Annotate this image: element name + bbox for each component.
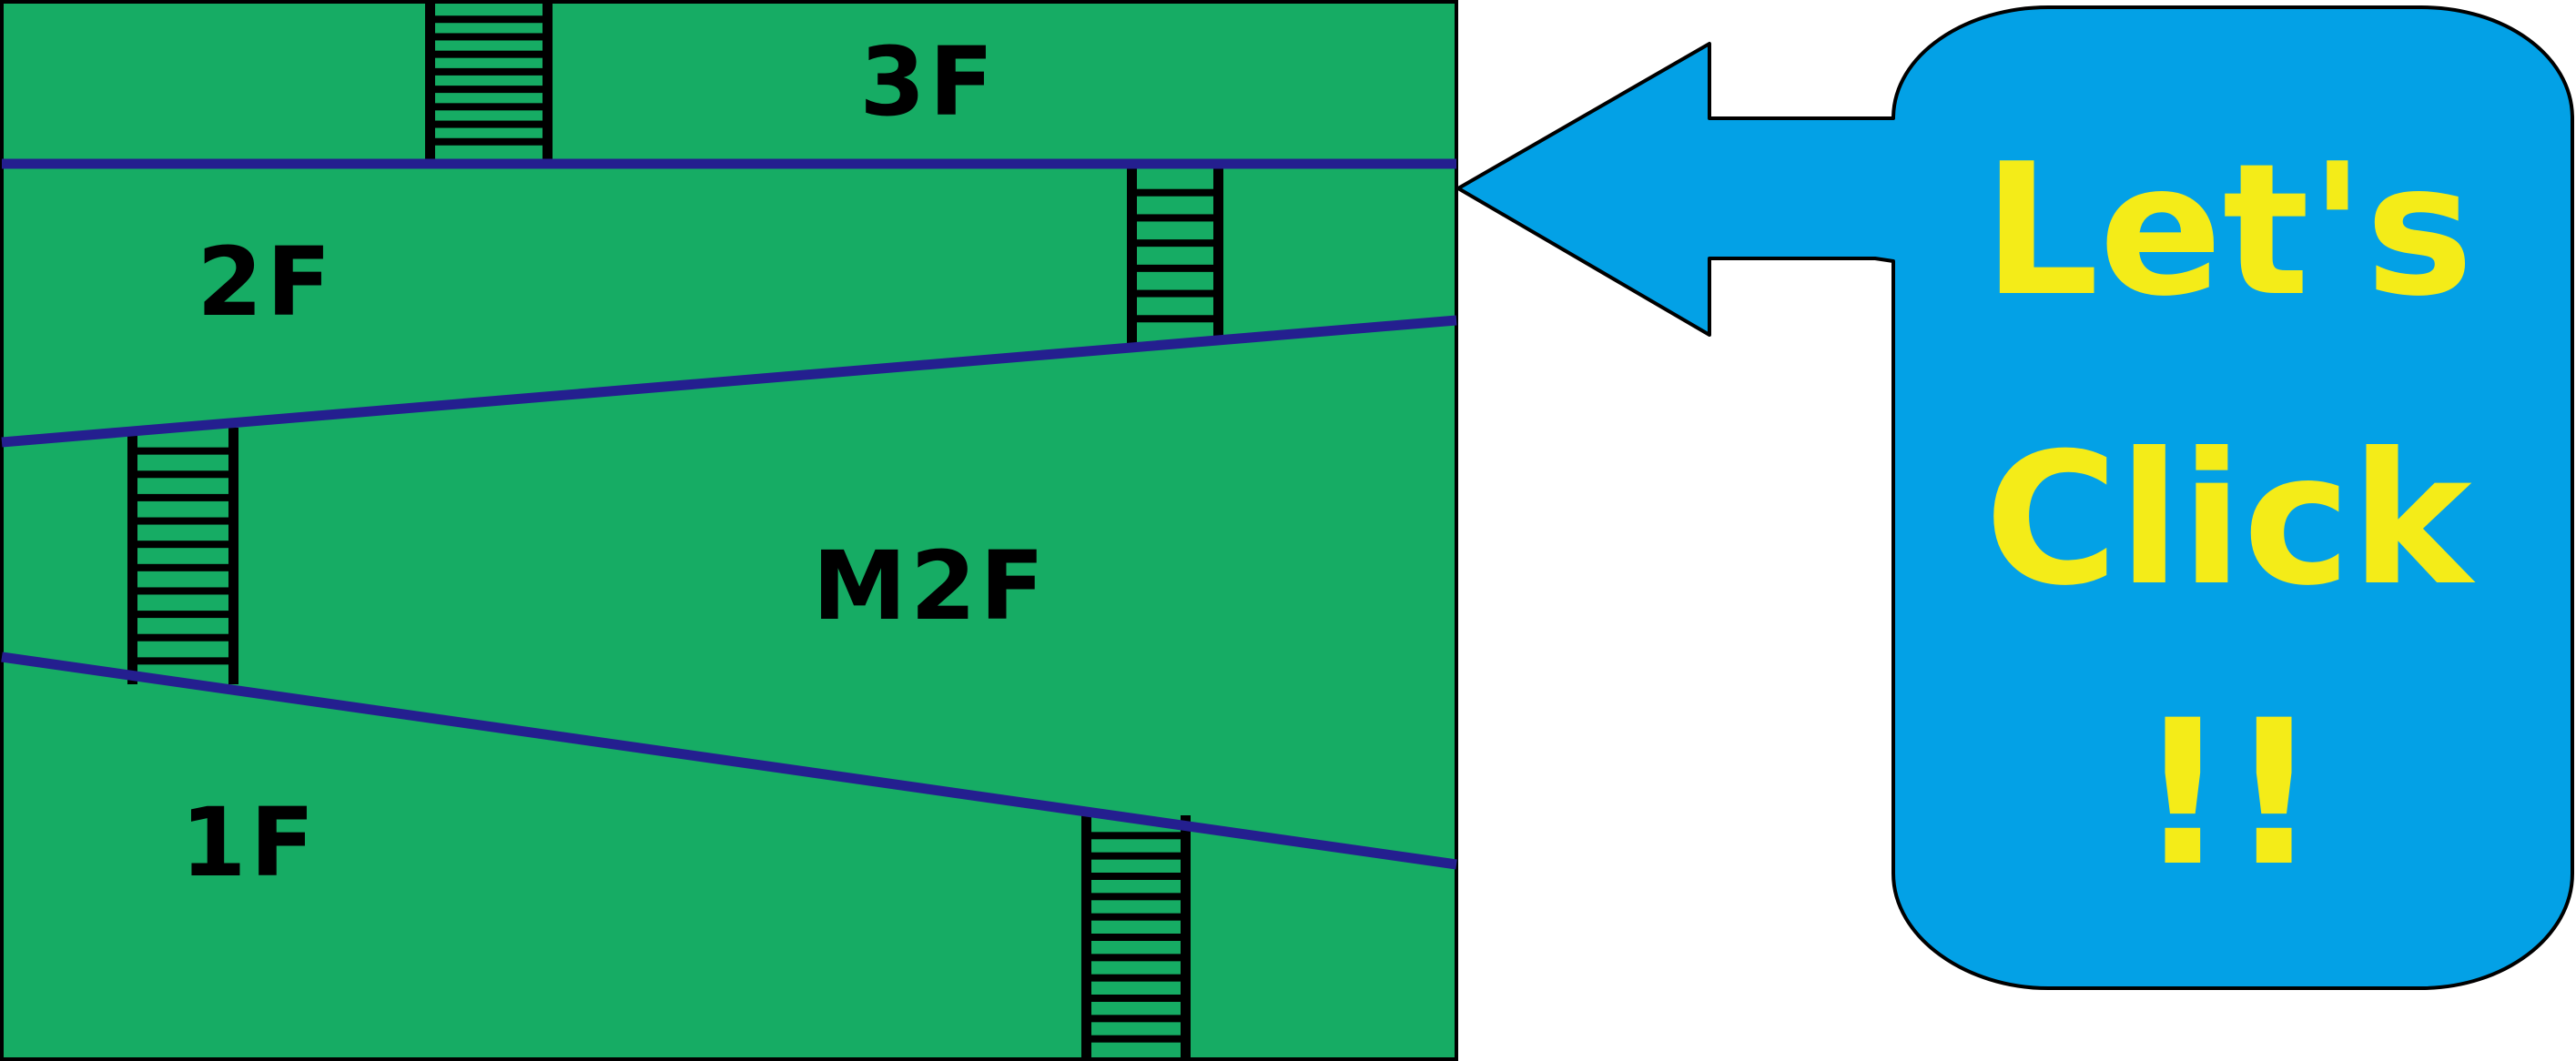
callout-line-lets[interactable]: Let's (1983, 125, 2474, 337)
ladder-rung (1081, 852, 1191, 860)
ladder-rung (1081, 995, 1191, 1002)
ladder-rung (1081, 1035, 1191, 1043)
ladder-rung (1081, 913, 1191, 921)
ladder-rung (425, 50, 553, 58)
ladder-rung (127, 563, 238, 571)
ladder-rung (127, 541, 238, 549)
ladder-rail-left (127, 428, 137, 684)
ladder-rung (1127, 214, 1223, 222)
ladder-rung (425, 33, 553, 41)
ladder-rung (1127, 188, 1223, 197)
ladder-rung (1127, 289, 1223, 298)
ladder-rail-left (425, 2, 435, 159)
floor-label-3f[interactable]: 3F (859, 26, 997, 137)
left-arrow-icon[interactable] (1456, 5, 2574, 990)
ladder-rung (1081, 1015, 1191, 1023)
ladder-rung (1081, 873, 1191, 880)
ladder-rung (425, 120, 553, 128)
floor-label-m2f[interactable]: M2F (813, 530, 1049, 642)
ladder-rail-right (228, 428, 238, 684)
ladder-rung (1081, 934, 1191, 941)
ladder-rail-right (1213, 167, 1223, 344)
ladder-rung (425, 67, 553, 76)
ladder-icon[interactable] (1127, 167, 1223, 344)
ladder-rung (127, 611, 238, 619)
callout-line-click[interactable]: Click (1984, 414, 2475, 626)
ladder-icon[interactable] (425, 2, 553, 159)
ladder-rung (127, 587, 238, 595)
ladder-rung (127, 657, 238, 665)
ladder-rung (1127, 239, 1223, 248)
floor-label-2f[interactable]: 2F (197, 227, 334, 338)
ladder-rung (425, 103, 553, 111)
ladder-rung (425, 15, 553, 24)
floor-label-1f[interactable]: 1F (180, 787, 318, 898)
ladder-rung (127, 517, 238, 525)
divider-m2f-1f (1, 652, 1457, 870)
ladder-rung (425, 137, 553, 146)
ladder-rung (127, 633, 238, 642)
callout-line-exclaim[interactable]: !! (2137, 677, 2320, 910)
ladder-rung (425, 86, 553, 94)
ladder-rung (1127, 315, 1223, 323)
ladder-rung (1081, 954, 1191, 962)
ladder-rail-left (1127, 167, 1137, 344)
ladder-rung (127, 447, 238, 455)
ladder-rung (127, 493, 238, 501)
ladder-icon[interactable] (127, 428, 238, 684)
ladder-rail-right (543, 2, 553, 159)
divider-2f-m2f (1, 315, 1457, 448)
ladder-rung (1081, 832, 1191, 840)
ladder-icon[interactable] (1081, 815, 1191, 1059)
ladder-rung (1081, 893, 1191, 901)
ladder-rung (1127, 264, 1223, 272)
ladder-rung (1081, 974, 1191, 982)
ladder-rung (127, 470, 238, 479)
